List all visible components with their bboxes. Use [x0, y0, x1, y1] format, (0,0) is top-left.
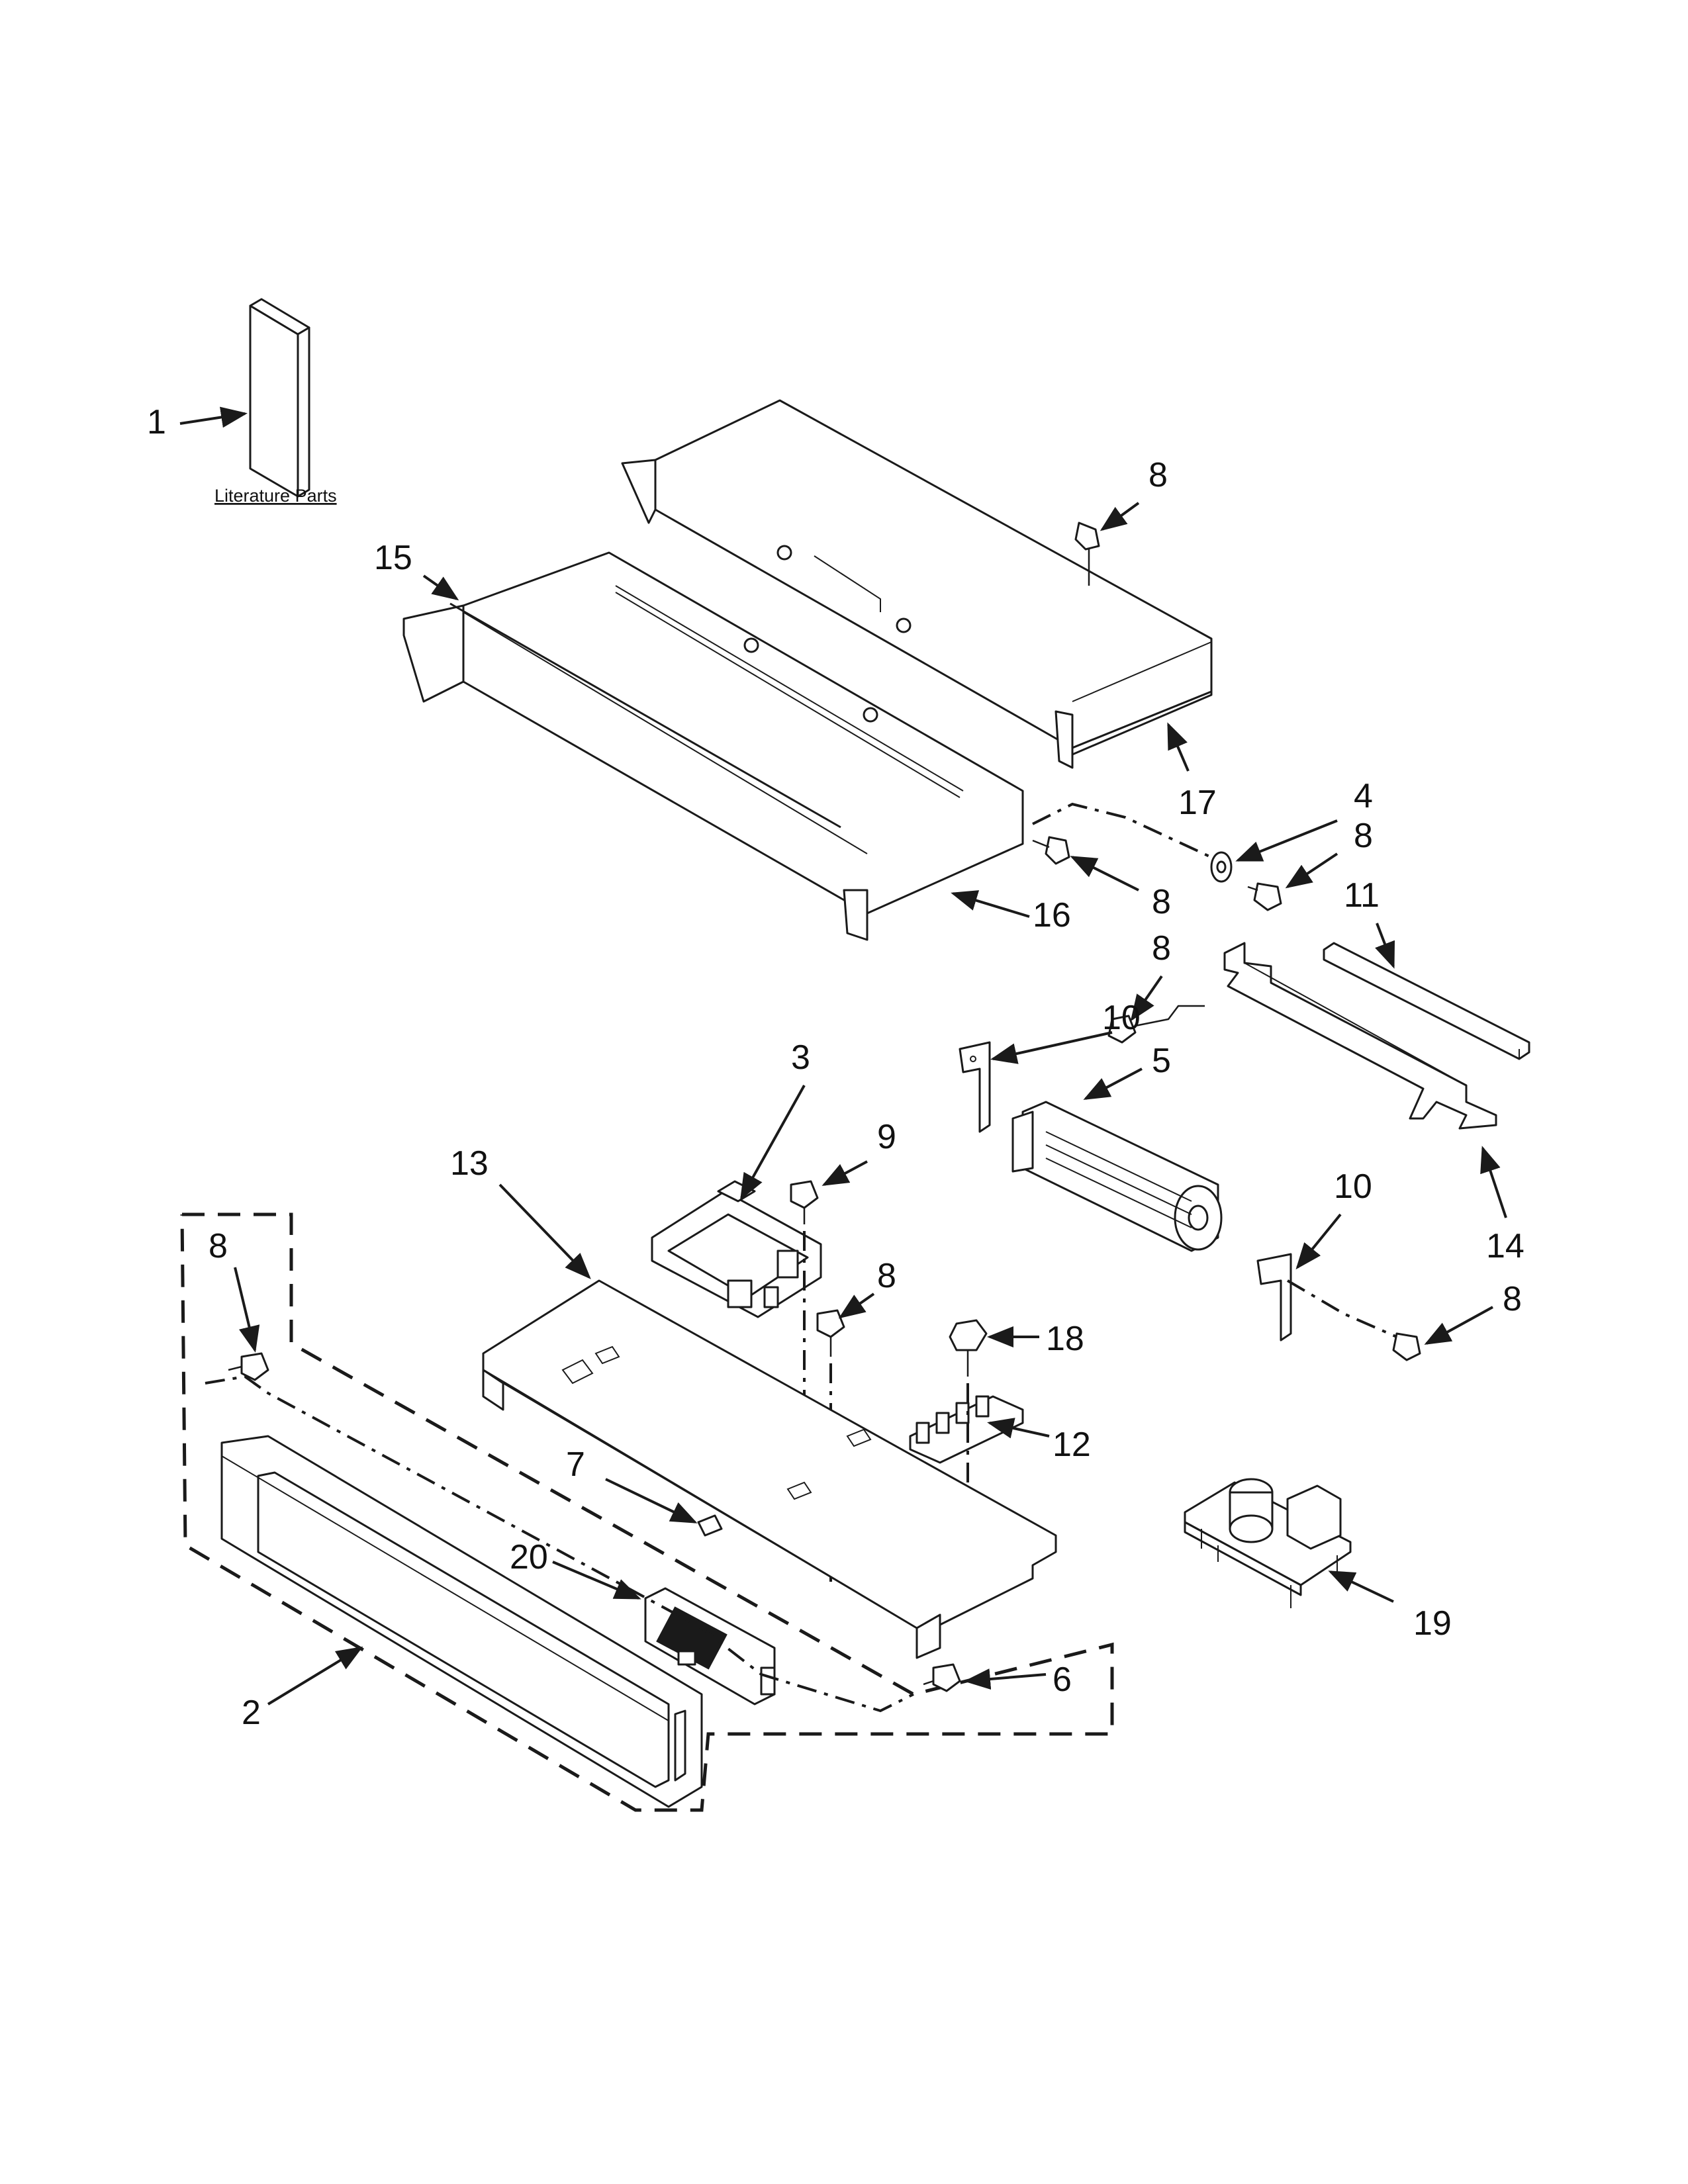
callout-14: 14: [1486, 1227, 1524, 1265]
callout-18: 18: [1046, 1320, 1084, 1358]
screw-8-grommet: [1247, 882, 1282, 911]
callout-2: 2: [242, 1694, 261, 1732]
callout-4: 4: [1354, 777, 1373, 815]
trim-strip: [449, 602, 841, 829]
wire-clip: [697, 1514, 723, 1537]
callout-arrow-1: [179, 406, 248, 428]
screw-9: [790, 1180, 819, 1224]
insulation-strip: [1323, 942, 1530, 1060]
blower-fan: [1011, 1101, 1223, 1252]
callout-arrow-11: [1375, 923, 1395, 969]
fan-bracket-left: [959, 1041, 991, 1133]
screw-8-top: [1074, 522, 1100, 586]
callout-arrow-12: [987, 1418, 1050, 1439]
screw-6: [923, 1663, 961, 1692]
callout-8e: 8: [1503, 1280, 1522, 1318]
dashdot-line-bracket: [1286, 1279, 1397, 1338]
callout-arrow-8b: [1070, 856, 1139, 891]
callout-8-left: 8: [209, 1227, 228, 1265]
fan-bracket-right: [1256, 1253, 1292, 1342]
callout-arrow-19: [1328, 1570, 1394, 1603]
dashdot-line-panel: [1032, 802, 1219, 862]
control-mounting-plate: [482, 1279, 1057, 1659]
callout-13: 13: [450, 1144, 489, 1183]
control-panel-front: [220, 1435, 703, 1808]
callout-arrow-14: [1480, 1146, 1507, 1218]
callout-8b: 8: [1152, 883, 1171, 921]
callout-11: 11: [1344, 876, 1380, 915]
callout-arrow-8a: [1100, 502, 1140, 531]
callout-8f: 8: [877, 1257, 896, 1295]
mounting-bracket: [1223, 942, 1497, 1130]
callout-arrow-16: [951, 890, 1030, 918]
callout-arrow-8f: [838, 1293, 875, 1319]
callout-arrow-4: [1235, 819, 1338, 862]
callout-arrow-2: [267, 1646, 363, 1706]
callout-6: 6: [1053, 1661, 1072, 1699]
screw-8-left: [228, 1352, 269, 1381]
callout-arrow-7: [605, 1478, 698, 1524]
callout-arrow-8-left: [234, 1267, 260, 1353]
callout-8c: 8: [1354, 817, 1373, 855]
callout-8d: 8: [1152, 929, 1171, 968]
electronic-control-board: [644, 1587, 776, 1706]
callout-15: 15: [374, 539, 412, 577]
grommet: [1210, 851, 1233, 883]
callout-arrow-8e: [1424, 1306, 1493, 1345]
callout-arrow-17: [1167, 722, 1190, 772]
callout-arrow-15: [422, 574, 459, 601]
top-rear-panel: [621, 399, 1213, 769]
hex-nut: [949, 1319, 988, 1377]
callout-arrow-20: [552, 1561, 641, 1600]
literature-parts-label: Literature Parts: [214, 486, 337, 506]
callout-20: 20: [510, 1538, 548, 1576]
screw-8-panel: [1032, 836, 1070, 865]
callout-5: 5: [1152, 1042, 1171, 1080]
callout-10b: 10: [1334, 1167, 1372, 1206]
screw-8-right: [1392, 1332, 1421, 1361]
relay-board: [651, 1180, 822, 1318]
callout-arrow-8c: [1285, 852, 1338, 889]
dashdot-line-left: [205, 1375, 914, 1713]
dashed-assembly-outline: [180, 1212, 1114, 1812]
callout-8a: 8: [1149, 456, 1168, 494]
callout-arrow-10a: [990, 1031, 1113, 1064]
callout-arrow-10b: [1295, 1213, 1342, 1270]
screw-8-center: [816, 1309, 845, 1357]
literature-booklet: [249, 298, 310, 498]
callout-9: 9: [877, 1118, 896, 1156]
callout-16: 16: [1033, 896, 1071, 934]
callout-arrow-5: [1083, 1068, 1143, 1100]
callout-19: 19: [1413, 1604, 1452, 1643]
callout-1: 1: [147, 403, 166, 441]
callout-arrow-9: [821, 1160, 868, 1186]
callout-arrow-8d: [1130, 975, 1163, 1022]
callout-12: 12: [1053, 1426, 1091, 1464]
callout-arrow-6: [964, 1668, 1047, 1690]
top-front-panel: [402, 551, 1024, 941]
callout-3: 3: [791, 1038, 810, 1077]
callout-arrow-3: [740, 1085, 806, 1201]
callout-7: 7: [566, 1445, 585, 1484]
callout-10a: 10: [1102, 999, 1141, 1037]
power-supply-board: [1184, 1478, 1352, 1608]
callout-arrow-13: [498, 1183, 591, 1279]
callout-17: 17: [1178, 784, 1217, 822]
